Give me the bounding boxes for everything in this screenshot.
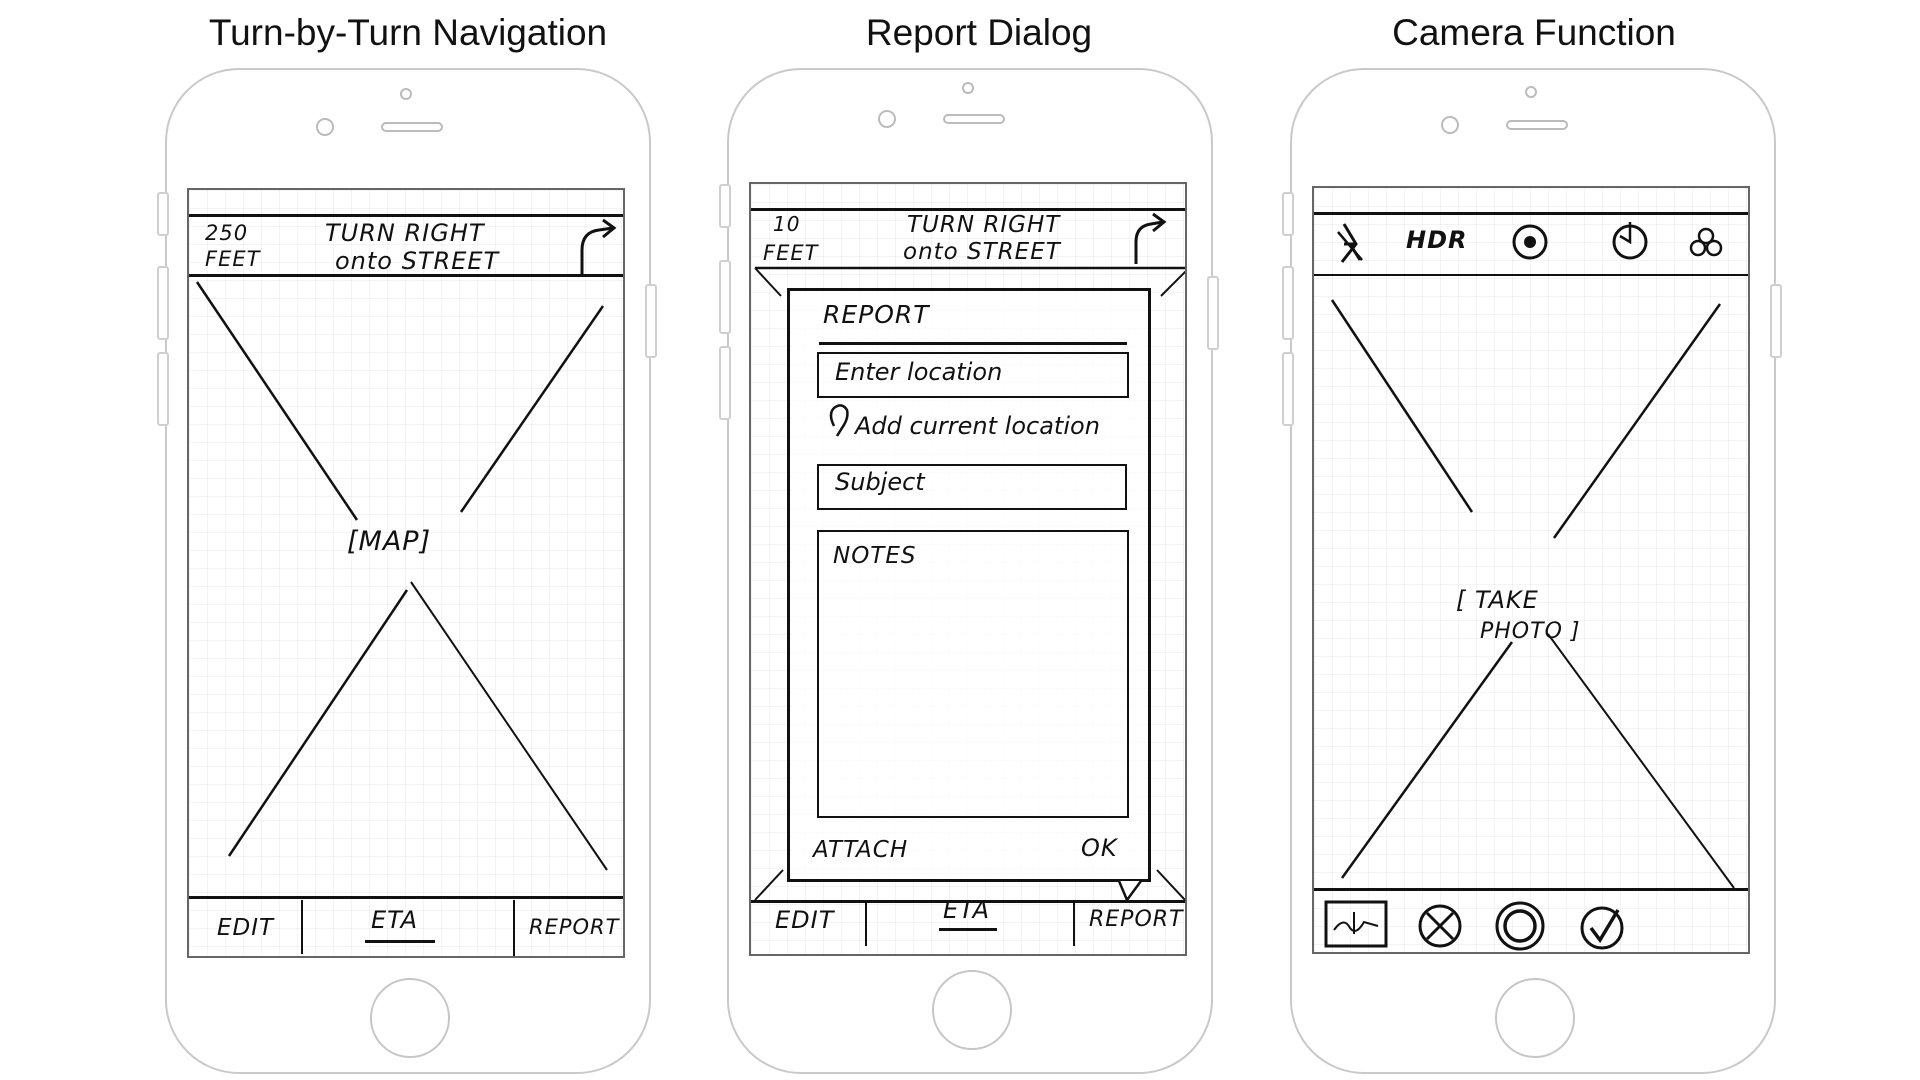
- tabbar-rule: [751, 900, 1185, 903]
- front-camera-icon: [1525, 86, 1537, 98]
- subject-input-placeholder: Subject: [835, 468, 925, 496]
- ok-button[interactable]: OK: [1081, 834, 1118, 862]
- sensor-icon: [1441, 116, 1459, 134]
- toolbar-top-rule: [1314, 212, 1748, 215]
- camera-bottom-controls: [1324, 900, 1624, 951]
- tab-divider: [513, 900, 515, 956]
- distance-value: 250: [205, 221, 249, 245]
- front-camera-icon: [962, 82, 974, 94]
- distance-unit: FEET: [205, 247, 261, 271]
- distance-unit: FEET: [763, 241, 819, 265]
- distance-value: 10: [773, 212, 801, 236]
- instruction-line-2: onto STREET: [903, 239, 1061, 265]
- live-photo-icon[interactable]: [1512, 224, 1548, 260]
- phone-frame-report: 10 FEET TURN RIGHT onto STREET REPORT En…: [719, 68, 1219, 1074]
- shutter-icon[interactable]: [1495, 901, 1545, 951]
- camera-toolbar-icons: [1337, 222, 1723, 263]
- tab-eta-underline: [365, 940, 435, 943]
- side-button: [157, 352, 169, 426]
- speaker-grille: [943, 114, 1005, 124]
- dialog-title-rule: [819, 342, 1127, 345]
- location-input[interactable]: [817, 352, 1129, 398]
- phone-frame-camera: HDR [ TAKE PHOTO ]: [1282, 68, 1782, 1074]
- turn-right-arrow-icon: [754, 212, 1185, 901]
- viewfinder-placeholder-cross: [1330, 299, 1735, 889]
- location-input-placeholder: Enter location: [835, 358, 1003, 386]
- home-button[interactable]: [932, 970, 1012, 1050]
- tab-eta[interactable]: ETA: [943, 896, 991, 924]
- side-button: [645, 284, 657, 358]
- hdr-toggle[interactable]: HDR: [1406, 226, 1468, 254]
- front-camera-icon: [400, 88, 412, 100]
- speaker-grille: [1506, 120, 1568, 130]
- bottom-bar-rule: [1314, 888, 1748, 891]
- tab-eta[interactable]: ETA: [371, 906, 419, 934]
- side-button: [1282, 352, 1294, 426]
- filters-icon[interactable]: [1689, 227, 1723, 257]
- side-button: [719, 184, 731, 228]
- take-photo-label-line-2: PHOTO ]: [1480, 619, 1581, 644]
- instruction-line-1: TURN RIGHT: [325, 219, 485, 247]
- map-label: [MAP]: [347, 526, 432, 557]
- side-button: [719, 260, 731, 334]
- side-button: [157, 266, 169, 340]
- turn-right-arrow-icon: [580, 218, 617, 276]
- tab-divider: [301, 900, 303, 954]
- header-bottom-rule: [189, 274, 623, 277]
- panel-title-report: Report Dialog: [865, 12, 1093, 53]
- toolbar-bottom-rule: [1314, 274, 1748, 276]
- panel-title-camera: Camera Function: [1392, 12, 1676, 53]
- side-button: [1282, 266, 1294, 340]
- header-top-rule: [751, 208, 1185, 211]
- home-button[interactable]: [1495, 978, 1575, 1058]
- tab-edit[interactable]: EDIT: [775, 906, 835, 934]
- tabbar-rule: [189, 896, 623, 899]
- attach-button[interactable]: ATTACH: [813, 837, 909, 863]
- instruction-line-1: TURN RIGHT: [907, 212, 1061, 238]
- screen-report: 10 FEET TURN RIGHT onto STREET REPORT En…: [749, 182, 1187, 956]
- tab-divider: [865, 902, 867, 946]
- home-button[interactable]: [370, 978, 450, 1058]
- take-photo-label-line-1: [ TAKE: [1456, 586, 1539, 614]
- side-button: [1282, 192, 1294, 236]
- notes-textarea[interactable]: [817, 530, 1129, 818]
- confirm-icon[interactable]: [1580, 906, 1624, 950]
- cancel-icon[interactable]: [1418, 904, 1462, 948]
- side-button: [157, 192, 169, 236]
- tab-edit[interactable]: EDIT: [217, 915, 275, 941]
- gallery-thumbnail-icon[interactable]: [1324, 900, 1388, 948]
- panel-title-navigation: Turn-by-Turn Navigation: [208, 12, 608, 53]
- subject-input[interactable]: [817, 464, 1127, 510]
- sensor-icon: [878, 110, 896, 128]
- tab-report[interactable]: REPORT: [529, 915, 620, 939]
- screen-navigation: 250 FEET TURN RIGHT onto STREET [MAP] ED…: [187, 188, 625, 958]
- flash-off-icon[interactable]: [1337, 223, 1363, 263]
- dialog-title: REPORT: [823, 300, 930, 329]
- header-top-rule: [189, 214, 623, 217]
- tab-eta-underline: [939, 928, 997, 931]
- add-current-location-link[interactable]: Add current location: [855, 412, 1100, 440]
- speaker-grille: [381, 122, 443, 132]
- map-placeholder-cross: [195, 281, 608, 871]
- side-button: [1207, 276, 1219, 350]
- sensor-icon: [316, 118, 334, 136]
- report-dialog: [787, 288, 1151, 882]
- phone-frame-navigation: 250 FEET TURN RIGHT onto STREET [MAP] ED…: [157, 68, 657, 1074]
- notes-placeholder: NOTES: [833, 543, 917, 569]
- side-button: [719, 346, 731, 420]
- screen-camera: HDR [ TAKE PHOTO ]: [1312, 186, 1750, 954]
- timer-icon[interactable]: [1612, 222, 1648, 260]
- tab-divider: [1073, 902, 1075, 946]
- tab-report[interactable]: REPORT: [1089, 907, 1184, 932]
- instruction-line-2: onto STREET: [335, 247, 500, 275]
- side-button: [1770, 284, 1782, 358]
- location-pin-icon: [829, 404, 849, 437]
